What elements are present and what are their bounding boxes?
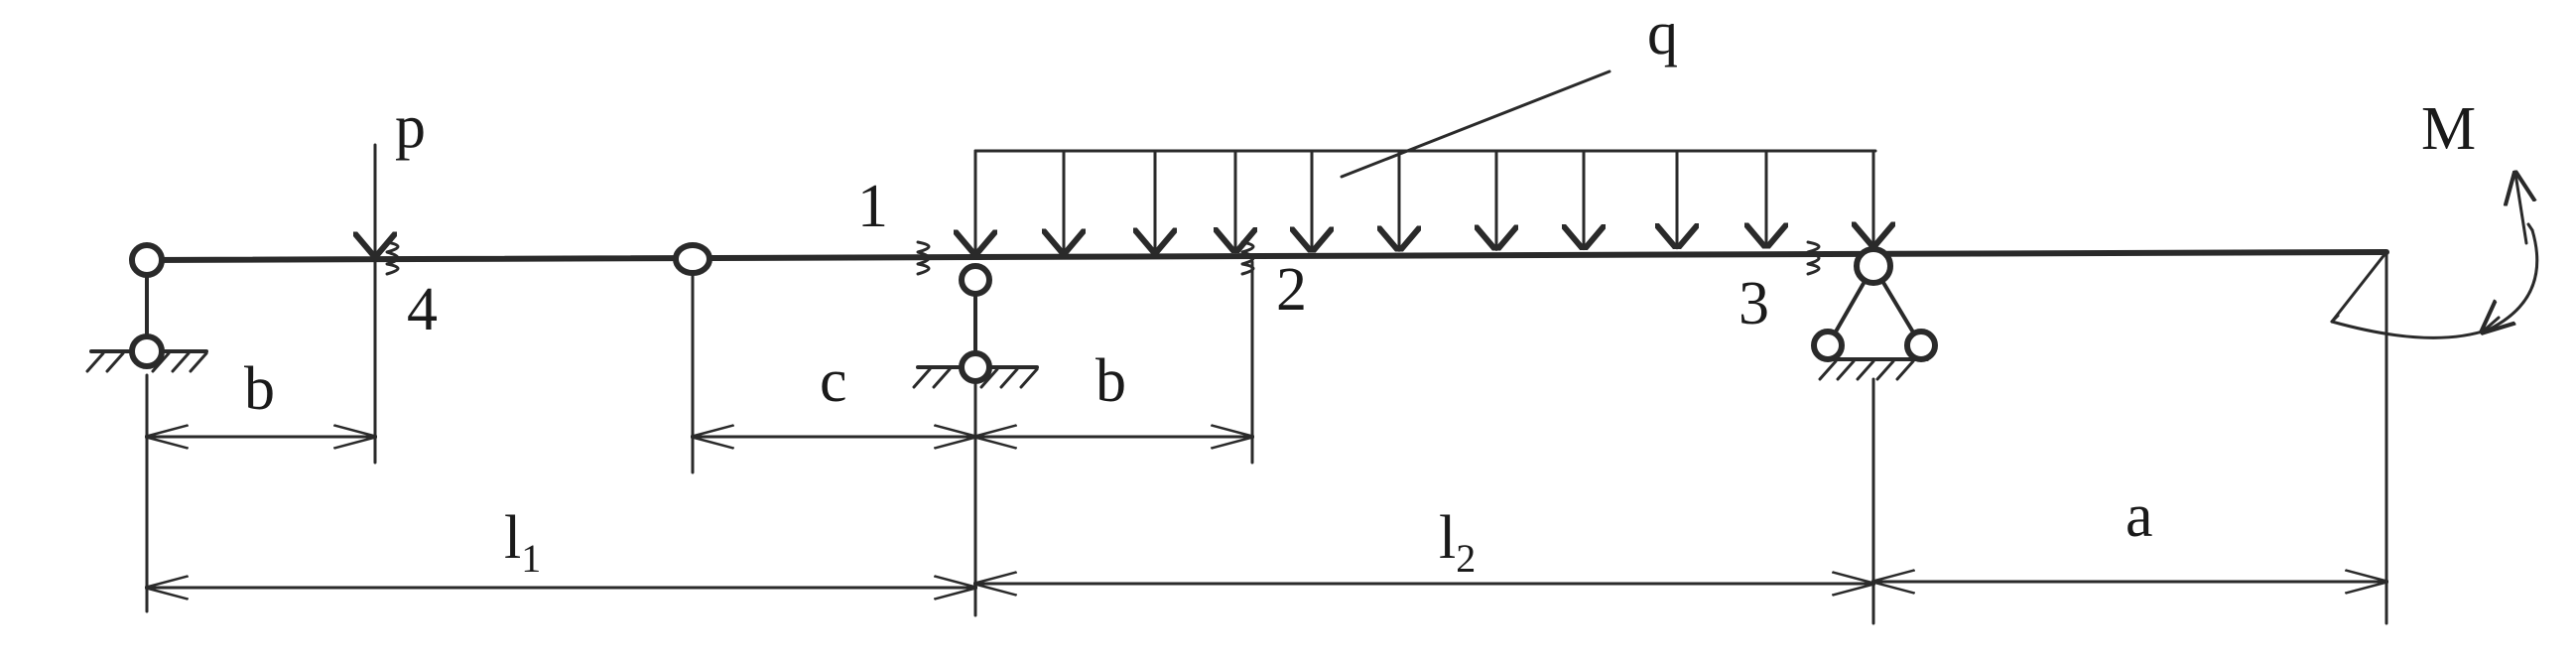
dim-label-b-left: b bbox=[244, 355, 275, 423]
internal-hinge bbox=[673, 242, 712, 276]
dim-label-l2: l2 bbox=[1439, 504, 1476, 581]
dim-label-b-right: b bbox=[1095, 347, 1126, 415]
dim-label-c: c bbox=[820, 347, 847, 415]
dimension-lines bbox=[147, 437, 2386, 588]
right-support bbox=[1811, 246, 1938, 381]
section-label-3: 3 bbox=[1739, 270, 1769, 337]
point-load: p bbox=[375, 93, 426, 258]
middle-support bbox=[912, 263, 1039, 389]
moment-label: M bbox=[2421, 95, 2476, 163]
beam bbox=[144, 249, 2389, 263]
dim-label-a: a bbox=[2125, 482, 2153, 550]
distributed-load: q bbox=[975, 0, 1875, 256]
distributed-load-leader bbox=[1340, 69, 1611, 179]
left-support bbox=[85, 242, 208, 373]
section-label-1: 1 bbox=[857, 173, 888, 240]
section-label-2: 2 bbox=[1276, 256, 1307, 324]
dim-label-l1: l1 bbox=[504, 504, 541, 581]
point-load-label: p bbox=[395, 93, 426, 161]
section-label-4: 4 bbox=[407, 276, 438, 343]
end-moment: M bbox=[2330, 95, 2539, 339]
distributed-load-label: q bbox=[1647, 0, 1678, 67]
extension-lines bbox=[145, 252, 2388, 625]
